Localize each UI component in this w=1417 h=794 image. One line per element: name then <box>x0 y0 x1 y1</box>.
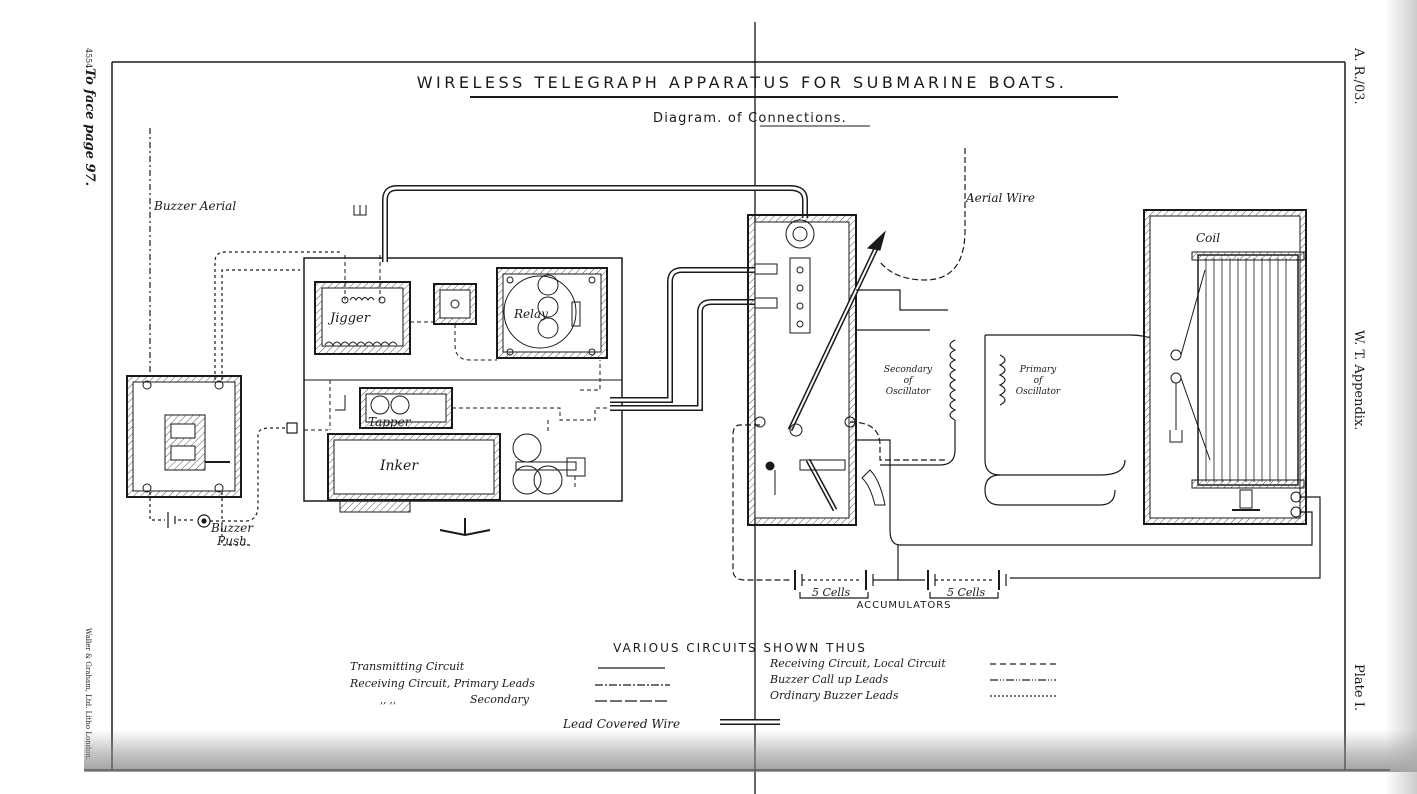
title-underlines <box>470 96 1118 127</box>
legend-samples <box>595 663 1056 725</box>
margin-appendix: W. T. Appendix. <box>1351 330 1366 430</box>
label-jigger: Jigger <box>327 311 371 326</box>
margin-printer: Waller & Graham, Ltd. Litho London. <box>84 628 92 760</box>
coil-box <box>1143 209 1307 525</box>
table-wiring <box>304 255 610 490</box>
lead-covered-cables <box>382 185 808 411</box>
legend-lead-covered: Lead Covered Wire <box>562 717 680 731</box>
legend-left-2: Secondary <box>470 693 530 706</box>
label-tapper: Tapper <box>368 415 412 429</box>
page-subtitle: Diagram. of Connections. <box>653 111 847 126</box>
margin-left-note: To face page 97. <box>82 68 97 186</box>
label-cells-right: 5 Cells <box>947 586 985 599</box>
label-inker: Inker <box>379 458 419 474</box>
transmitter-board <box>747 214 886 526</box>
margin-ref: A. R./03. <box>1351 47 1366 105</box>
receiver-table <box>303 205 623 537</box>
label-buzzer-aerial: Buzzer Aerial <box>153 199 236 213</box>
margin-plate: Plate I. <box>1351 664 1366 711</box>
label-accumulators: ACCUMULATORS <box>856 600 951 611</box>
legend-right-2: Ordinary Buzzer Leads <box>770 689 899 702</box>
accumulator-wiring <box>732 424 1321 599</box>
legend-heading: VARIOUS CIRCUITS SHOWN THUS <box>613 641 867 655</box>
margin-number: 4554 <box>84 48 93 68</box>
legend-left-1: Receiving Circuit, Primary Leads <box>349 677 535 690</box>
buzzer-wiring <box>149 128 340 546</box>
label-aerial-wire: Aerial Wire <box>965 191 1035 205</box>
label-cells-left: 5 Cells <box>812 586 850 599</box>
buzzer-box <box>126 375 242 498</box>
label-relay: Relay <box>513 307 548 321</box>
legend-right-0: Receiving Circuit, Local Circuit <box>769 657 946 670</box>
legend-ditto: ,, ,, <box>380 695 396 706</box>
legend-left-0: Transmitting Circuit <box>350 660 465 673</box>
legend-right-1: Buzzer Call up Leads <box>769 673 889 686</box>
text-layer: WIRELESS TELEGRAPH APPARATUS FOR SUBMARI… <box>82 47 1366 760</box>
label-coil: Coil <box>1196 231 1220 245</box>
page-title: WIRELESS TELEGRAPH APPARATUS FOR SUBMARI… <box>417 73 1068 92</box>
